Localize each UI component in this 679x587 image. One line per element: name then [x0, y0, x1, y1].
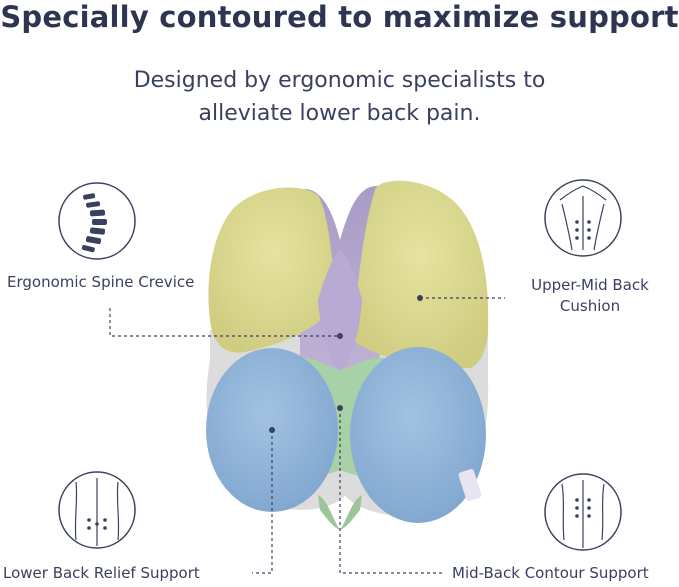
label-upper-mid-back: Upper-Mid Back Cushion	[510, 275, 670, 317]
page-subtitle: Designed by ergonomic specialists to all…	[0, 64, 679, 130]
brand-tag	[458, 469, 482, 501]
upper-back-icon	[544, 179, 622, 257]
label-spine-crevice: Ergonomic Spine Crevice	[7, 273, 195, 291]
label-upper-mid-line2: Cushion	[559, 297, 621, 315]
lumbar-pillow	[206, 180, 489, 530]
dot-upper-mid	[417, 295, 423, 301]
dot-mid-back	[337, 405, 343, 411]
mid-back-icon	[544, 473, 622, 551]
label-mid-back-contour: Mid-Back Contour Support	[452, 564, 649, 582]
label-upper-mid-line1: Upper-Mid Back	[531, 276, 649, 294]
leader-lower-back	[252, 430, 273, 574]
callout-dots	[269, 295, 423, 433]
lower-back-icon	[58, 471, 136, 549]
page-title: Specially contoured to maximize support	[0, 0, 679, 34]
callout-lines	[109, 297, 505, 574]
spine-icon	[58, 182, 136, 260]
subtitle-line-2: alleviate lower back pain.	[198, 101, 481, 126]
leader-mid-back	[339, 408, 444, 574]
bottom-notch	[318, 495, 362, 530]
crevice-center	[318, 250, 362, 372]
label-lower-back-relief: Lower Back Relief Support	[3, 564, 200, 582]
lower-right-lobe	[350, 347, 486, 523]
subtitle-line-1: Designed by ergonomic specialists to	[133, 68, 546, 93]
dot-lower-back	[269, 427, 275, 433]
leader-spine-crevice	[109, 308, 338, 337]
dot-spine-crevice	[337, 333, 343, 339]
upper-left-lobe	[208, 187, 338, 353]
upper-right-lobe	[352, 180, 489, 369]
